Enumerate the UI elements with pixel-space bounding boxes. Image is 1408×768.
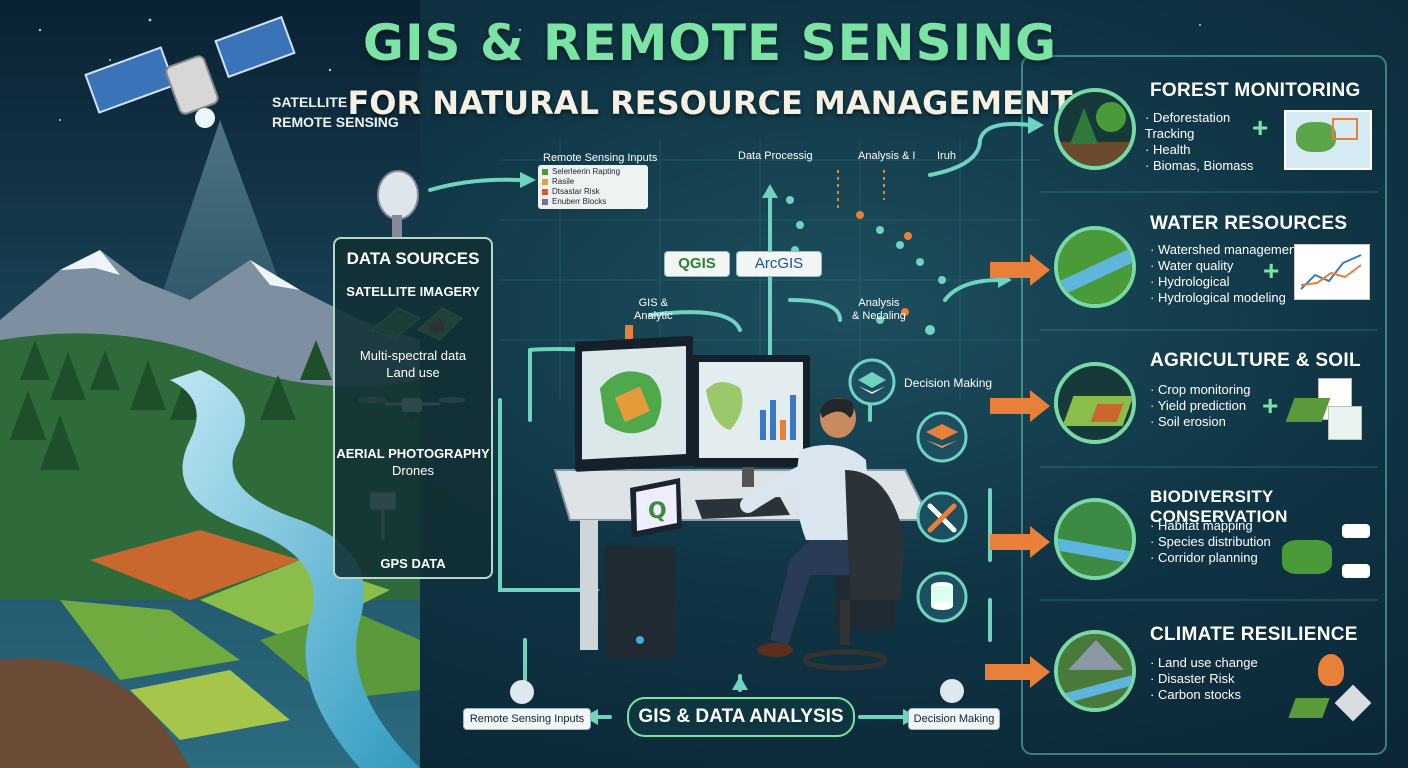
forest-map-thumbnail xyxy=(1284,110,1372,170)
list-item: Yield prediction xyxy=(1150,398,1280,414)
list-item: Soil erosion xyxy=(1150,414,1280,430)
analysis-modeling-line1: Analysis xyxy=(858,297,900,309)
drones-label: Drones xyxy=(392,463,434,478)
satellite-label-line2: REMOTE SENSING xyxy=(272,114,399,130)
decision-making-label: Decision Making xyxy=(904,376,993,390)
plus-icon: + xyxy=(1263,255,1280,286)
climate-resilience-title: CLIMATE RESILIENCE xyxy=(1150,624,1358,645)
list-item: Carbon stocks xyxy=(1150,687,1280,703)
list-item: Hydrological modeling xyxy=(1150,290,1300,306)
scatter-points-orange xyxy=(856,211,912,316)
forest-monitoring-list: Deforestation Tracking Health Biomas, Bi… xyxy=(1145,110,1275,174)
orange-arrows xyxy=(618,254,1050,688)
legend-swatch xyxy=(542,189,548,195)
page-subtitle: FOR NATURAL RESOURCE MANAGEMENT xyxy=(347,84,1073,122)
biodiversity-image xyxy=(1054,498,1136,580)
aerial-photography-heading: AERIAL PHOTOGRAPHY xyxy=(336,446,490,461)
water-resources-list: Watershed management Water quality Hydro… xyxy=(1150,242,1300,306)
list-item: Health xyxy=(1145,142,1275,158)
climate-fire-thumbnail xyxy=(1288,650,1372,732)
legend-swatch xyxy=(542,199,548,205)
page-title: GIS & REMOTE SENSING xyxy=(362,14,1058,72)
plus-icon: + xyxy=(1252,112,1269,143)
wrench-icon xyxy=(916,491,968,543)
legend-box: Selerleerin Rapting Rasile Dtsastar Risk… xyxy=(538,165,648,209)
water-resources-title: WATER RESOURCES xyxy=(1150,213,1348,234)
satellite-icon xyxy=(84,15,296,128)
list-item: Water quality xyxy=(1150,258,1300,274)
applications-dividers xyxy=(1040,191,1378,601)
legend-swatch xyxy=(542,179,548,185)
gps-data-heading: GPS DATA xyxy=(380,556,446,571)
analysis-modeling-label: Analysis & Nedaling xyxy=(852,297,906,323)
forest-monitoring-title: FOREST MONITORING xyxy=(1150,80,1361,101)
biodiversity-list: Habitat mapping Species distribution Cor… xyxy=(1150,518,1280,566)
orange-dashes xyxy=(837,170,885,210)
legend-item: Selerleerin Rapting xyxy=(552,167,621,176)
list-item: Habitat mapping xyxy=(1150,518,1280,534)
legend-item: Enuberr Blocks xyxy=(552,197,607,206)
arcgis-chip: ArcGIS xyxy=(736,251,822,277)
layers-icon xyxy=(916,411,968,463)
agriculture-soil-list: Crop monitoring Yield prediction Soil er… xyxy=(1150,382,1280,430)
data-processing-label: Data Processig xyxy=(738,150,813,162)
plus-icon: + xyxy=(1262,390,1279,421)
list-item: Land use change xyxy=(1150,655,1280,671)
biodiversity-animals-thumbnail xyxy=(1282,520,1376,584)
agriculture-report-thumbnail xyxy=(1285,378,1362,440)
bottom-satellite-icon xyxy=(510,680,534,704)
water-resources-image xyxy=(1054,226,1136,308)
analysis-modeling-line2: & Nedaling xyxy=(852,310,906,322)
layers-icon xyxy=(848,358,896,406)
list-item: Biomas, Biomass xyxy=(1145,158,1275,174)
climate-resilience-list: Land use change Disaster Risk Carbon sto… xyxy=(1150,655,1280,703)
river xyxy=(170,370,420,768)
forest-monitoring-image xyxy=(1054,88,1136,170)
legend-swatch xyxy=(542,169,548,175)
stars xyxy=(38,18,1201,121)
list-item: Watershed management xyxy=(1150,242,1300,258)
analysis-label: Analysis & I xyxy=(858,150,916,162)
gis-analytic-label: GIS & Analytic xyxy=(634,297,673,323)
gis-analytic-line1: GIS & xyxy=(638,297,668,309)
bottom-decision-making: Decision Making xyxy=(908,708,1000,730)
analyst-person-icon xyxy=(740,398,905,671)
bottom-gis-analysis: GIS & DATA ANALYSIS xyxy=(627,697,855,737)
data-sources-panel: DATA SOURCES SATELLITE IMAGERY Multi-spe… xyxy=(333,237,493,579)
teal-flow-arrows xyxy=(428,122,1032,719)
agriculture-soil-image xyxy=(1054,362,1136,444)
satellite-label: SATELLITE REMOTE SENSING xyxy=(272,92,399,132)
satellite-dish-icon xyxy=(377,170,419,237)
list-item: Corridor planning xyxy=(1150,550,1280,566)
line-chart-icon xyxy=(1300,254,1362,290)
svg-text:Q: Q xyxy=(648,499,667,524)
multi-spectral-label: Multi-spectral data xyxy=(359,348,467,363)
water-chart-thumbnail xyxy=(1294,244,1370,300)
land-use-label: Land use xyxy=(386,365,440,380)
gis-analytic-line2: Analytic xyxy=(634,310,673,322)
remote-sensing-inputs-label: Remote Sensing Inputs xyxy=(543,152,658,164)
satellite-imagery-heading: SATELLITE IMAGERY xyxy=(346,284,480,299)
data-sources-title: DATA SOURCES xyxy=(346,249,480,268)
cliff xyxy=(0,658,190,768)
database-icon xyxy=(916,571,968,623)
forest-trees xyxy=(10,340,332,470)
bottom-remote-inputs: Remote Sensing Inputs xyxy=(463,708,591,730)
satellite-label-line1: SATELLITE xyxy=(272,94,348,110)
qgis-chip: QGIS xyxy=(664,251,730,277)
scatter-points xyxy=(786,196,946,335)
list-item: Disaster Risk xyxy=(1150,671,1280,687)
list-item: Deforestation Tracking xyxy=(1145,110,1275,142)
legend-item: Rasile xyxy=(552,177,575,186)
list-item: Species distribution xyxy=(1150,534,1280,550)
bottom-database-icon xyxy=(940,679,964,703)
list-item: Hydrological xyxy=(1150,274,1300,290)
climate-resilience-image xyxy=(1054,630,1136,712)
truth-label: Iruh xyxy=(937,150,956,162)
legend-item: Dtsastar Risk xyxy=(552,187,600,196)
list-item: Crop monitoring xyxy=(1150,382,1280,398)
agriculture-soil-title: AGRICULTURE & SOIL xyxy=(1150,350,1361,371)
